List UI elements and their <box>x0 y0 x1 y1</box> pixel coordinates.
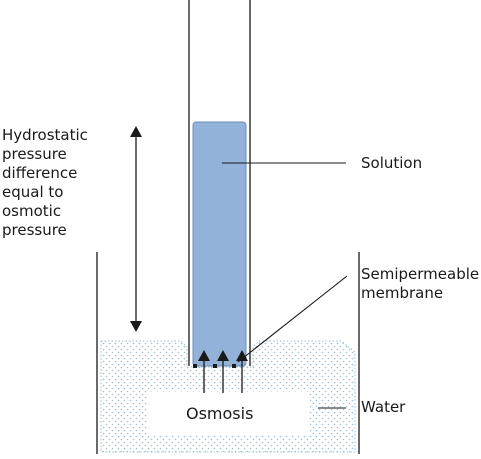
vertical-double-arrow-icon <box>130 126 142 332</box>
pressure-label-line: equal to <box>2 183 64 201</box>
pressure-label: Hydrostatic pressure difference equal to… <box>2 126 112 240</box>
water-label: Water <box>361 398 406 416</box>
flow-arrows-icon <box>198 350 248 393</box>
pressure-label-line: osmotic <box>2 202 62 220</box>
membrane-label: Semipermeable membrane <box>361 265 479 303</box>
membrane-label-line: membrane <box>361 284 444 302</box>
pressure-label-line: pressure <box>2 145 67 163</box>
membrane-marker <box>193 364 197 368</box>
osmosis-box <box>146 391 310 436</box>
pressure-label-line: pressure <box>2 221 67 239</box>
membrane-leader-line <box>237 275 348 363</box>
solution-label: Solution <box>361 154 423 172</box>
membrane-marker <box>232 364 236 368</box>
pressure-label-line: Hydrostatic <box>2 126 88 144</box>
osmosis-label: Osmosis <box>186 404 254 423</box>
membrane-marker <box>213 364 217 368</box>
pressure-label-line: difference <box>2 164 78 182</box>
solution-column <box>192 121 247 367</box>
membrane-label-line: Semipermeable <box>361 265 480 283</box>
